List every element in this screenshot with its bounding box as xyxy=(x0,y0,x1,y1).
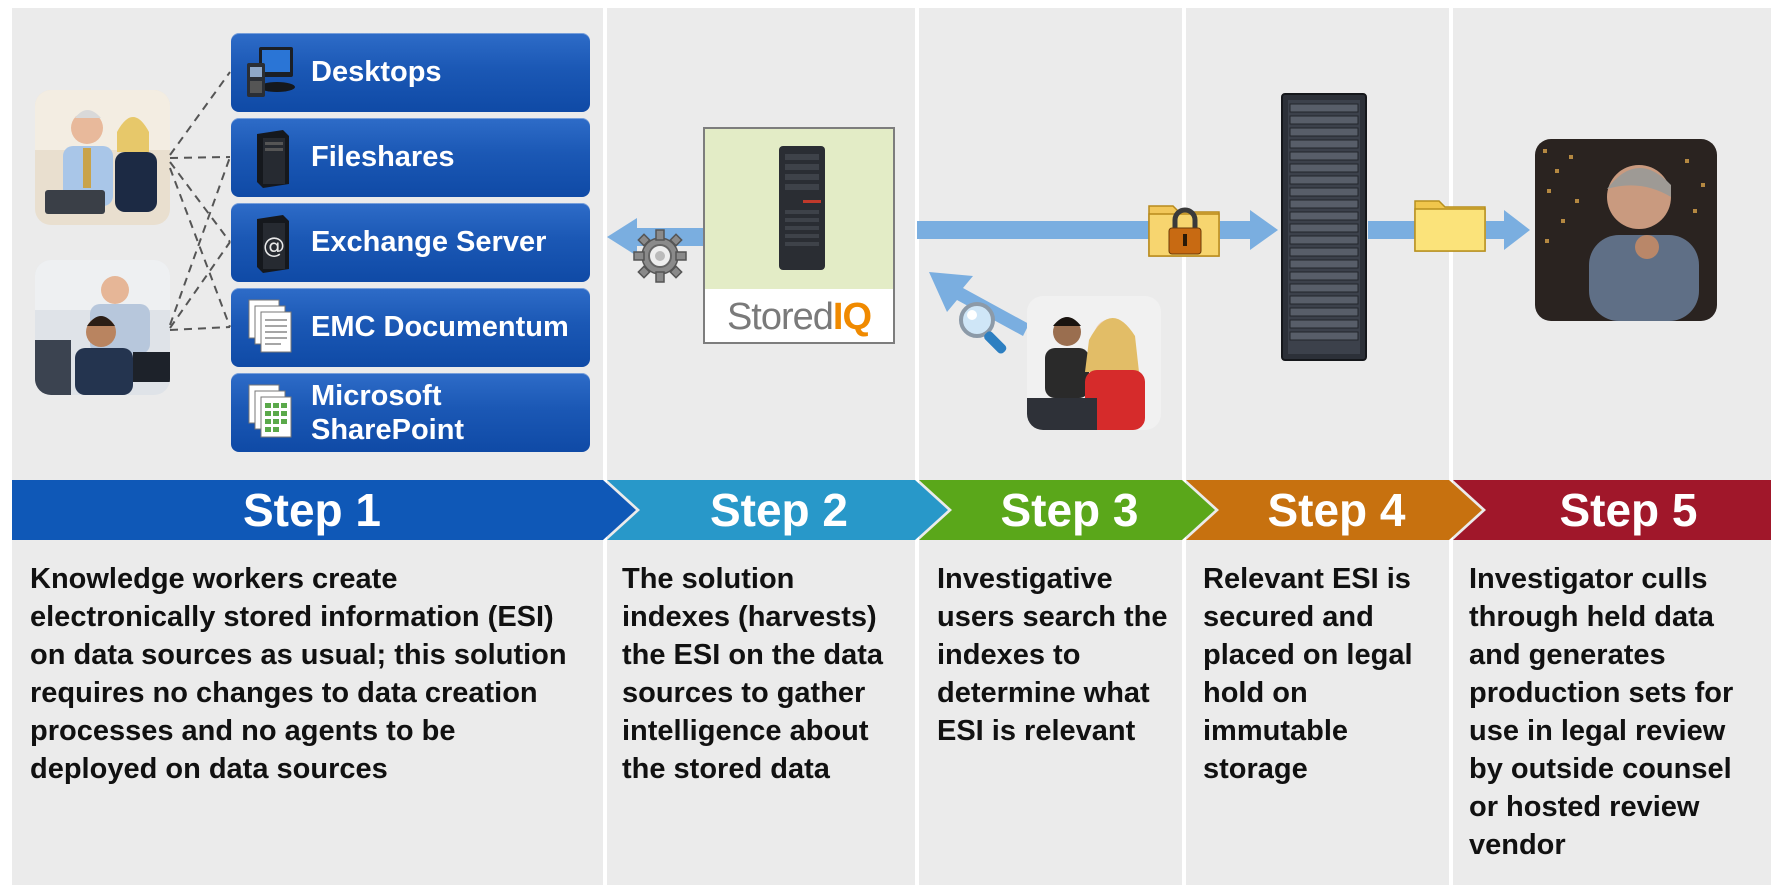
step2-description: The solution indexes (harvests) the ESI … xyxy=(622,563,884,785)
knowledge-workers-photo-1 xyxy=(35,90,170,225)
investigative-users-photo xyxy=(1027,296,1161,430)
knowledge-workers-photo-2 xyxy=(35,260,170,395)
source-desktops: Desktops xyxy=(231,33,590,112)
step2-chevron xyxy=(607,480,948,540)
logo-text-iq: IQ xyxy=(832,296,872,338)
step5-title: Step 5 xyxy=(1559,484,1698,536)
server-tower-icon xyxy=(779,146,825,270)
step-banner xyxy=(12,480,1771,540)
step4-title: Step 4 xyxy=(1267,484,1406,536)
spreadsheet-docs-icon xyxy=(245,381,297,443)
source-label: Desktops xyxy=(311,56,442,88)
production-arrow xyxy=(1486,210,1530,250)
source-label: Fileshares xyxy=(311,141,455,173)
column-step3 xyxy=(919,8,1182,885)
svg-text:@: @ xyxy=(263,234,285,259)
magnifier-icon xyxy=(955,298,1015,358)
exchange-server-icon: @ xyxy=(245,211,297,273)
step4-chevron xyxy=(1186,480,1482,540)
source-connector-lines xyxy=(169,71,231,331)
step4-description: Relevant ESI is secured and placed on le… xyxy=(1203,563,1413,785)
storediq-logo: StoredIQ xyxy=(705,295,893,339)
step5-description: Investigator culls through held data and… xyxy=(1469,563,1734,861)
step1-chevron xyxy=(12,480,636,540)
step3-title: Step 3 xyxy=(1000,484,1139,536)
source-label: EMC Documentum xyxy=(311,311,569,343)
flow-arrow-line xyxy=(917,221,1192,239)
step5-chevron xyxy=(1453,480,1771,540)
hold-arrow-line xyxy=(1368,221,1416,239)
immutable-storage-rack xyxy=(1280,92,1368,362)
production-folder-icon xyxy=(1413,195,1489,253)
source-exchange-server: @ Exchange Server xyxy=(231,203,590,282)
gear-icon xyxy=(632,228,688,284)
documents-icon xyxy=(245,296,297,358)
step1-description: Knowledge workers create electronically … xyxy=(30,563,567,785)
logo-text-stored: Stored xyxy=(726,296,834,338)
desktop-pc-icon xyxy=(245,41,297,103)
source-fileshares: Fileshares xyxy=(231,118,590,197)
step1-title: Step 1 xyxy=(242,484,382,536)
storediq-appliance: StoredIQ xyxy=(703,127,895,344)
investigator-photo xyxy=(1535,139,1717,321)
secure-arrow xyxy=(1220,210,1278,250)
step2-title: Step 2 xyxy=(709,484,849,536)
source-label: Exchange Server xyxy=(311,226,547,258)
step3-description: Investigative users search the indexes t… xyxy=(937,563,1168,747)
source-label: Microsoft SharePoint xyxy=(311,380,465,446)
step3-chevron xyxy=(919,480,1215,540)
secured-folder-lock-icon xyxy=(1147,198,1223,258)
source-microsoft-sharepoint: Microsoft SharePoint xyxy=(231,373,590,452)
source-emc-documentum: EMC Documentum xyxy=(231,288,590,367)
file-server-icon xyxy=(245,126,297,188)
